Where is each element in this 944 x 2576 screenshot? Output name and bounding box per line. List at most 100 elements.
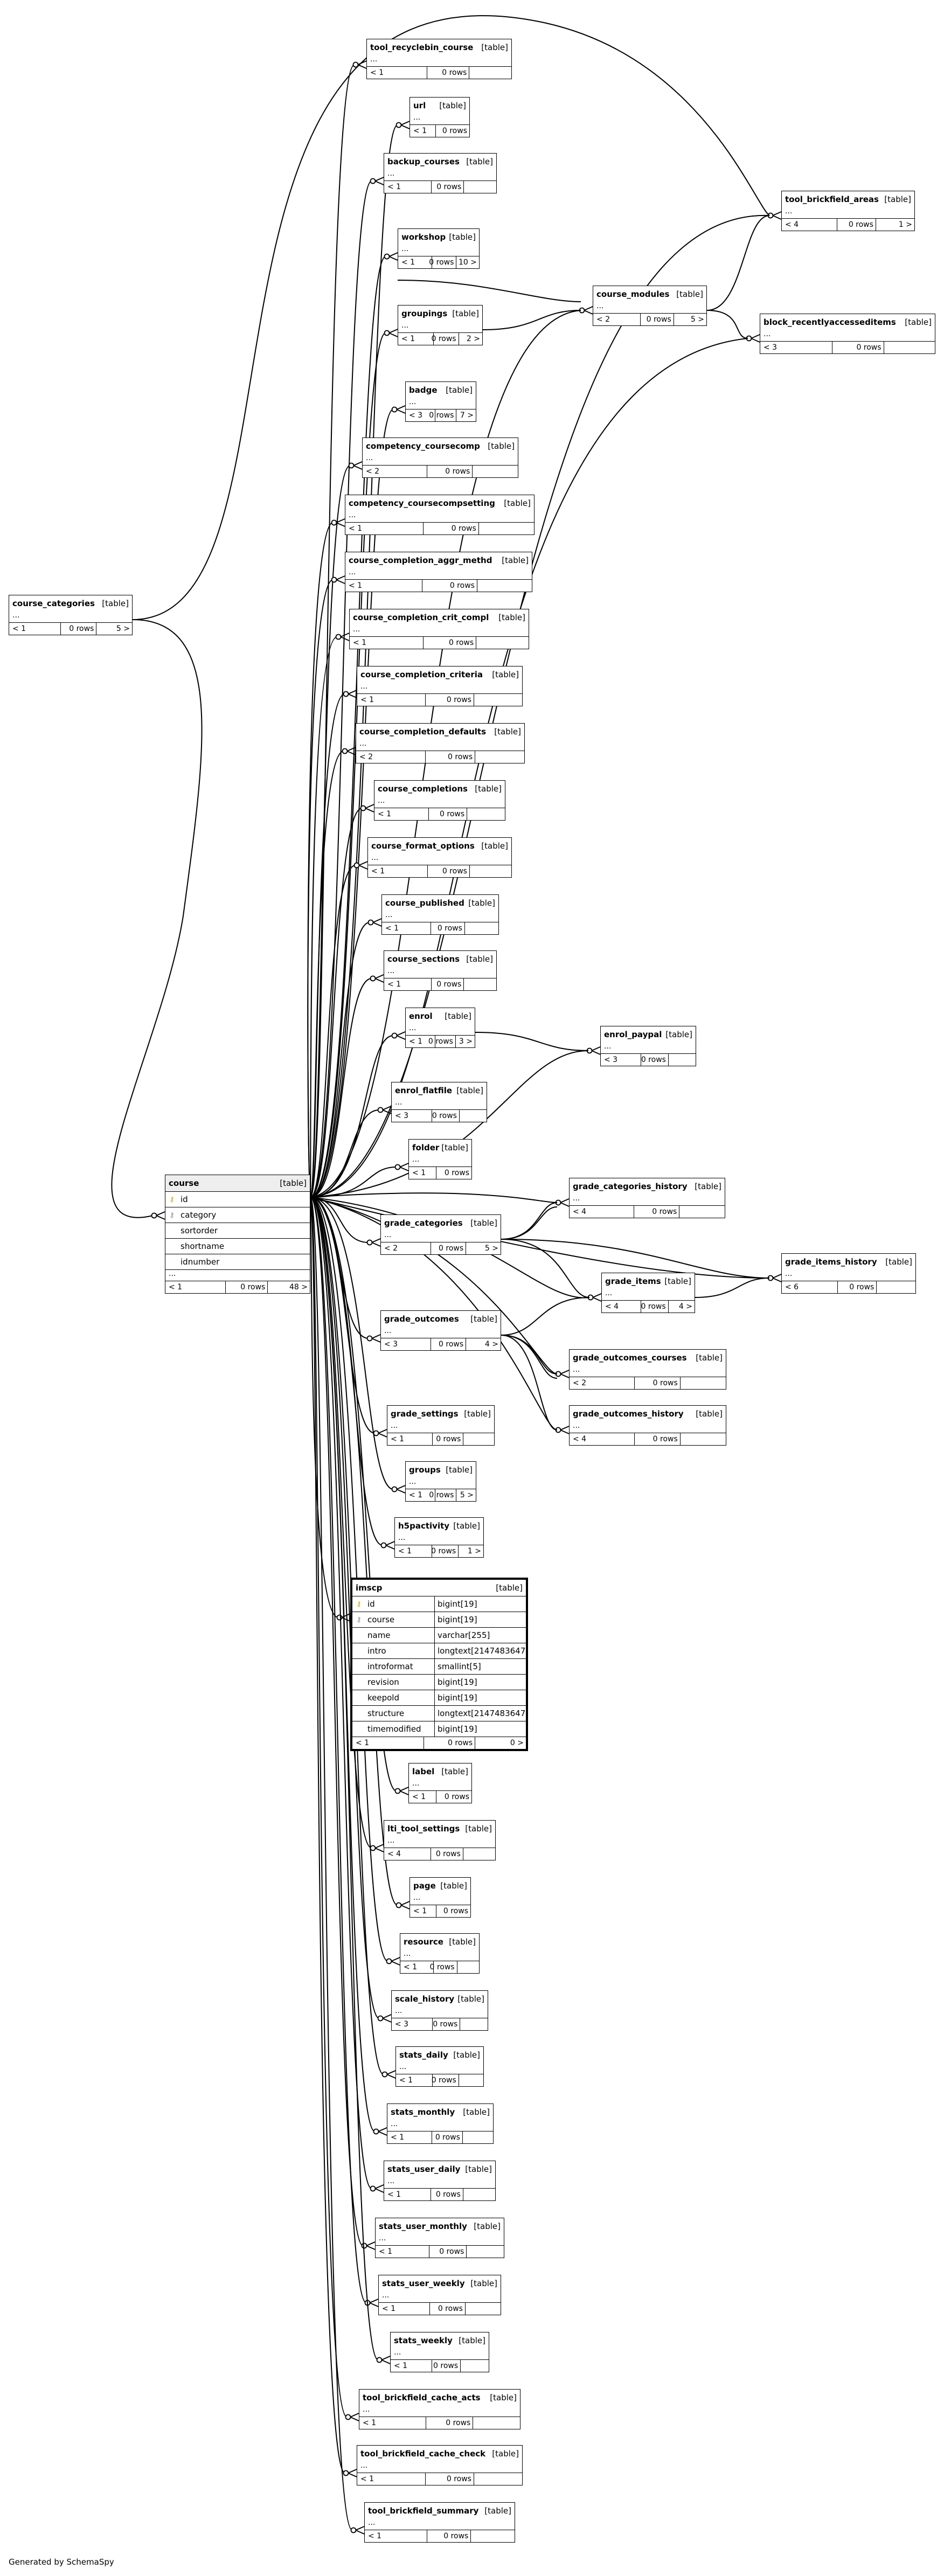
table-name: grade_outcomes_courses [573, 1353, 687, 1363]
child-count [464, 922, 498, 934]
table-course-completion-criteria[interactable]: course_completion_criteria[table] ... < … [357, 666, 523, 706]
crowfoot-marker [343, 690, 357, 698]
child-count: 3 > [455, 1036, 475, 1047]
child-count [478, 523, 534, 534]
ellipsis-row: ... [357, 683, 522, 694]
table-tool-brickfield-cache-acts[interactable]: tool_brickfield_cache_acts[table] ... < … [359, 2389, 520, 2429]
row-count: 0 rows [436, 1905, 470, 1917]
row-count: 0 rows [431, 181, 464, 193]
table-name: folder [412, 1143, 440, 1152]
table-name: course_sections [387, 954, 460, 964]
ellipsis-row: ... [357, 2462, 522, 2473]
course-edge [310, 1197, 558, 1374]
table-name: enrol_flatfile [395, 1086, 453, 1095]
table-name: workshop [401, 232, 446, 242]
crowfoot-marker [767, 211, 782, 220]
table-tag: [table] [470, 1218, 497, 1228]
child-count [679, 1377, 726, 1389]
table-course-completion-crit-compl[interactable]: course_completion_crit_compl[table] ... … [349, 609, 529, 649]
ellipsis-row: ... [593, 302, 706, 314]
table-name: competency_coursecomp [366, 441, 480, 451]
parent-count: < 1 [349, 581, 363, 590]
table-tool-brickfield-cache-check[interactable]: tool_brickfield_cache_check[table] ... <… [357, 2445, 523, 2485]
ellipsis-row: ... [410, 114, 469, 125]
table-course-completion-defaults[interactable]: course_completion_defaults[table] ... < … [356, 723, 525, 763]
child-count [463, 1433, 494, 1445]
child-count [460, 2018, 488, 2030]
ellipsis-row: ... [368, 854, 511, 865]
table-tag: [table] [449, 1937, 476, 1947]
table-course-completion-aggr-methd[interactable]: course_completion_aggr_methd[table] ... … [345, 552, 532, 592]
table-tag: [table] [470, 1314, 497, 1324]
parent-count: < 1 [356, 1739, 370, 1747]
table-name: groupings [401, 309, 448, 318]
row-count: 0 rows [426, 67, 469, 79]
course-edge [310, 978, 372, 1198]
child-count [462, 2131, 493, 2143]
ellipsis-row: ... [382, 911, 498, 922]
course-edge [310, 1197, 348, 2418]
row-count: 0 rows [425, 2473, 474, 2485]
column-name: structure [367, 1709, 405, 1718]
modules-edge [706, 215, 770, 311]
child-count [679, 1206, 725, 1218]
table-tag: [table] [490, 2393, 517, 2403]
parent-count: < 3 [409, 411, 423, 420]
child-count [463, 181, 496, 193]
crowfoot-marker [555, 1426, 570, 1434]
row-count: 0 rows [425, 2417, 473, 2429]
row-count: 0 rows [425, 751, 475, 763]
crowfoot-marker [386, 1957, 400, 1966]
table-competency-coursecompsetting[interactable]: competency_coursecompsetting[table] ... … [345, 495, 535, 535]
child-count: 48 > [267, 1281, 310, 1293]
column-name: keepold [367, 1693, 399, 1703]
table-tag: [table] [665, 1030, 692, 1039]
table-course[interactable]: course[table] ⚷id ⚷category sortorder sh… [165, 1175, 310, 1294]
ellipsis-row: ... [398, 245, 479, 256]
column-type: bigint[19] [434, 1612, 526, 1627]
crowfoot-marker [370, 1844, 384, 1852]
table-block-recentlyaccesseditems[interactable]: block_recentlyaccesseditems[table] ... <… [760, 314, 935, 354]
